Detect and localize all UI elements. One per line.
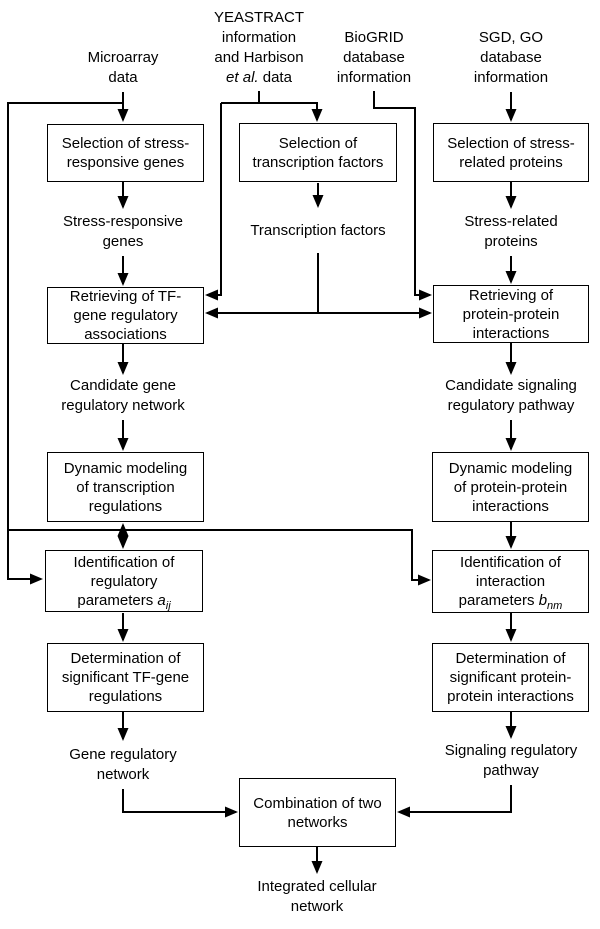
box-line: Identification of	[460, 554, 561, 571]
line-microarray-feedback-left	[7, 102, 123, 585]
arrow-gene-network-to-combination	[122, 789, 238, 818]
box-line: Determination of	[455, 650, 566, 667]
box-selection-stress-responsive-genes: Selection of stress- responsive genes	[47, 124, 204, 182]
box-line: significant protein-	[449, 669, 572, 686]
box-line: Selection of	[278, 134, 358, 152]
label-signaling-regulatory-pathway: Signaling regulatory pathway	[426, 741, 596, 781]
label-line: network	[96, 766, 150, 783]
box-line: Combination of two	[253, 794, 382, 812]
arrow-yeastract-to-selection-tf	[221, 102, 323, 122]
label-line: Candidate signaling	[445, 377, 577, 394]
label-candidate-signaling-regulatory-pathway: Candidate signaling regulatory pathway	[426, 376, 596, 416]
label-line: Transcription factors	[250, 222, 386, 239]
arrow-yeastract-to-retrieving-tf	[205, 103, 222, 301]
label-line: pathway	[483, 762, 539, 779]
source-line-rest: data	[258, 69, 292, 86]
parameter-b-subscript: nm	[547, 600, 563, 612]
source-line: and Harbison	[214, 49, 304, 66]
box-line: associations	[84, 326, 167, 343]
box-line: gene regulatory	[73, 307, 178, 324]
box-retrieving-tf-gene-associations: Retrieving of TF- gene regulatory associ…	[47, 287, 204, 344]
source-line: Microarray	[87, 49, 159, 66]
box-line: networks	[287, 813, 348, 831]
source-line: information	[473, 69, 549, 86]
label-line: Integrated cellular	[257, 878, 377, 895]
box-line: protein-protein	[462, 305, 560, 323]
box-line: significant TF-gene	[61, 669, 190, 686]
box-line: interactions	[472, 497, 549, 515]
label-stress-responsive-genes: Stress-responsive genes	[38, 212, 208, 252]
line-feedback-branch-to-parameters-bnm	[8, 529, 431, 586]
label-line: proteins	[484, 233, 538, 250]
et-al-italic: et al.	[226, 69, 259, 86]
label-line: Signaling regulatory	[444, 742, 578, 759]
label-line: genes	[102, 233, 144, 250]
parameter-a-symbol: a	[157, 591, 166, 609]
label-integrated-cellular-network: Integrated cellular network	[232, 877, 402, 917]
box-line: regulatory	[90, 572, 158, 590]
source-yeastract-harbison: YEASTRACT information and Harbison et al…	[174, 8, 344, 88]
label-line: Gene regulatory	[69, 746, 177, 763]
source-line: information	[221, 29, 297, 46]
box-dynamic-modeling-transcription: Dynamic modeling of transcription regula…	[47, 452, 204, 522]
label-line: Stress-responsive	[62, 213, 184, 230]
source-line: et al. data	[174, 68, 344, 88]
box-combination-of-two-networks: Combination of two networks	[239, 778, 396, 847]
box-line: of protein-protein	[453, 478, 568, 496]
box-line: Dynamic modeling	[448, 459, 573, 477]
box-selection-transcription-factors: Selection of transcription factors	[239, 123, 397, 182]
label-stress-related-proteins: Stress-related proteins	[426, 212, 596, 252]
parameter-b-symbol: b	[538, 592, 548, 609]
parameters-text: parameters	[77, 591, 158, 609]
box-retrieving-protein-protein-interactions: Retrieving of protein-protein interactio…	[433, 285, 589, 343]
label-candidate-gene-regulatory-network: Candidate gene regulatory network	[38, 376, 208, 416]
arrow-biogrid-to-retrieving-pp	[373, 91, 432, 301]
box-line: protein interactions	[447, 688, 574, 705]
source-line: BioGRID	[344, 29, 404, 46]
box-dynamic-modeling-protein-protein: Dynamic modeling of protein-protein inte…	[432, 452, 589, 522]
source-sgd-go-database: SGD, GO database information	[426, 28, 596, 88]
label-line: network	[290, 898, 344, 915]
label-line: regulatory pathway	[447, 397, 575, 414]
source-biogrid-database: BioGRID database information	[289, 28, 459, 88]
source-line: SGD, GO	[478, 29, 544, 46]
box-line: Determination of	[70, 650, 181, 667]
box-line: parameters bnm	[458, 591, 563, 612]
box-line: Dynamic modeling	[63, 459, 188, 477]
box-line: Retrieving of	[468, 286, 554, 304]
box-line: interactions	[472, 324, 550, 342]
source-line: YEASTRACT	[213, 9, 304, 26]
source-microarray-data: Microarray data	[38, 48, 208, 88]
box-identification-interaction-parameters-bnm: Identification of interaction parameters…	[432, 550, 589, 613]
parameter-a-subscript: ij	[165, 599, 171, 612]
box-line: Selection of stress-	[61, 135, 190, 152]
arrow-signaling-pathway-to-combination	[397, 785, 512, 818]
box-line: regulations	[88, 688, 163, 705]
box-identification-regulatory-parameters-aij: Identification of regulatory parameters …	[45, 550, 203, 612]
box-line: Identification of	[73, 553, 175, 571]
box-line: Selection of stress-	[447, 134, 575, 152]
box-determination-significant-tf-gene: Determination of significant TF-gene reg…	[47, 643, 204, 712]
label-line: regulatory network	[61, 397, 185, 414]
source-line: data	[108, 69, 138, 86]
box-line: related proteins	[459, 153, 563, 171]
label-line: Candidate gene	[70, 377, 176, 394]
box-line: transcription factors	[252, 153, 384, 171]
box-line: parameters aij	[77, 591, 171, 612]
label-gene-regulatory-network: Gene regulatory network	[38, 745, 208, 785]
parameters-text: parameters	[458, 592, 539, 609]
box-line: of transcription	[76, 478, 175, 496]
label-line: Stress-related	[464, 213, 558, 230]
source-line: information	[336, 69, 412, 86]
box-line: responsive genes	[66, 154, 185, 171]
box-line: Retrieving of TF-	[69, 288, 182, 305]
box-determination-significant-protein-protein: Determination of significant protein- pr…	[432, 643, 589, 712]
source-line: database	[343, 49, 405, 66]
source-line: database	[480, 49, 542, 66]
label-transcription-factors: Transcription factors	[233, 221, 403, 241]
box-line: interaction	[475, 573, 546, 590]
box-line: regulations	[88, 497, 163, 515]
box-selection-stress-related-proteins: Selection of stress- related proteins	[433, 123, 589, 182]
